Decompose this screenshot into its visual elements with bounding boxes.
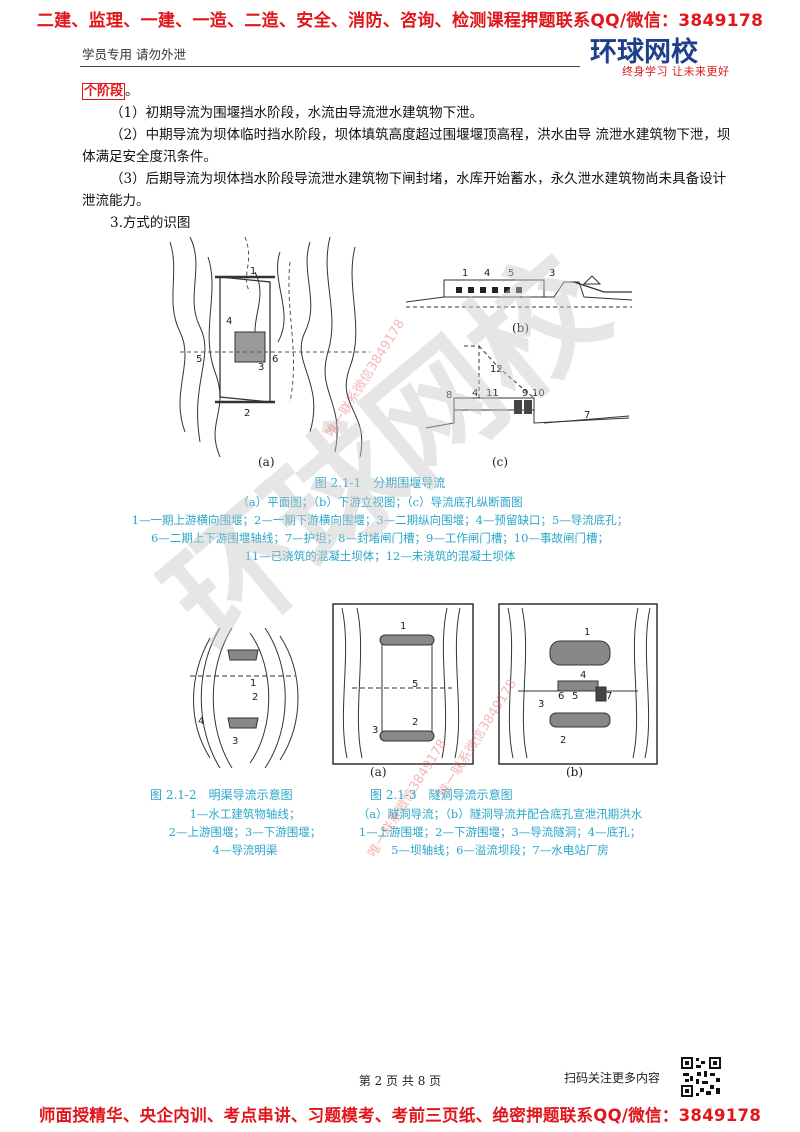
header-divider [80,66,580,67]
figure-3b-label: (b) [566,765,584,779]
svg-text:3: 3 [258,362,264,373]
svg-text:2: 2 [412,717,418,728]
paragraph-middle-diversion: （2）中期导流为坝体临时挡水阶段，坝体填筑高度超过围堰堰顶高程，洪水由导 流泄水… [82,127,731,165]
figure-1-caption-line: 6—二期上下游围堰轴线；7—护坦；8—封堵闸门槽；9—工作闸门槽；10—事故闸门… [151,531,609,545]
stage-tag-suffix: 。 [125,83,139,99]
svg-text:4: 4 [226,316,232,327]
svg-text:4: 4 [484,268,490,279]
figure-3-caption-title: 图 2.1-3 隧洞导流示意图 [370,788,513,802]
figure-1-caption-line: 1—一期上游横向围堰；2—一期下游横向围堰；3—二期纵向围堰；4—预留缺口；5—… [131,513,629,527]
figure-2-caption-line: 2—上游围堰；3—下游围堰； [168,825,322,839]
figure-1-caption-line: 11—已浇筑的混凝土坝体；12—未浇筑的混凝土坝体 [244,549,516,563]
figure-3a-label: (a) [370,765,387,779]
svg-text:8: 8 [446,390,452,401]
svg-text:12: 12 [490,364,503,375]
paragraph-initial-diversion: （1）初期导流为围堰挡水阶段，水流由导流泄水建筑物下泄。 [110,105,484,121]
brand-logo: 环球网校 终身学习 让未来更好 [588,30,738,82]
qr-code[interactable] [680,1056,722,1098]
figure-3-caption-line: 5—坝轴线；6—溢流坝段；7—水电站厂房 [391,843,609,857]
svg-text:2: 2 [560,735,566,746]
svg-text:4: 4 [580,670,586,681]
svg-text:7: 7 [584,410,590,421]
figure-2-open-channel: 1 2 4 3 [190,628,299,768]
svg-text:5: 5 [412,679,418,690]
svg-text:1: 1 [400,621,406,632]
stage-tag: 个阶段 [82,83,126,100]
svg-text:3: 3 [549,268,555,279]
svg-text:4: 4 [198,716,204,727]
figure-1a-plan-view: 1 4 3 5 2 6 [169,236,370,458]
header-text: 学员专用 请勿外泄 [82,47,186,62]
paragraph-late-diversion: （3）后期导流为坝体挡水阶段导流泄水建筑物下闸封堵，水库开始蓄水，永久泄水建筑物… [82,171,727,209]
svg-text:11: 11 [486,388,499,399]
figure-1a-label: (a) [258,455,275,469]
svg-text:1: 1 [462,268,468,279]
svg-text:5: 5 [508,268,514,279]
logo-name: 环球网校 [590,37,698,68]
page-number: 第 2 页 共 8 页 [358,1074,442,1088]
figure-3-caption-line: 1—上游围堰；2—下游围堰；3—导流隧洞；4—底孔； [358,825,642,839]
svg-text:2: 2 [252,692,258,703]
svg-text:1: 1 [584,627,590,638]
svg-text:6: 6 [558,691,564,702]
svg-text:2: 2 [244,408,250,419]
svg-text:4: 4 [472,388,478,399]
bottom-banner: 师面授精华、央企内训、考点串讲、习题模考、考前三页纸、绝密押题联系QQ/微信：3… [38,1106,762,1125]
figure-1c-profile: 8 4 11 12 9 10 7 [425,345,630,429]
svg-text:5: 5 [196,354,202,365]
svg-text:3: 3 [372,725,378,736]
qr-caption: 扫码关注更多内容 [564,1071,661,1085]
svg-text:3: 3 [232,736,238,747]
figure-1-caption-title: 图 2.1-1 分期围堰导流 [314,476,446,490]
stage-tag-line: 个阶段。 [82,80,139,103]
svg-text:9: 9 [522,388,528,399]
figure-3-caption-line: （a）隧洞导流；（b）隧洞导流并配合底孔宣泄汛期洪水 [357,807,643,821]
svg-text:7: 7 [606,691,612,702]
figure-1c-label: (c) [492,455,509,469]
figure-1b-elevation: 1 4 5 3 [405,268,633,308]
svg-text:1: 1 [250,678,256,689]
svg-text:10: 10 [532,388,545,399]
svg-text:3: 3 [538,699,544,710]
figure-1-caption-line: （a）平面图；（b）下游立视图；（c）导流底孔纵断面图 [237,495,523,509]
figure-3b-tunnel-with-outlets: 1 4 6 5 7 2 3 [498,603,658,765]
logo-slogan: 终身学习 让未来更好 [622,65,730,78]
figure-2-caption-title: 图 2.1-2 明渠导流示意图 [150,788,293,802]
section-heading-diagram-reading: 3.方式的识图 [110,215,191,231]
top-banner: 二建、监理、一建、一造、二造、安全、消防、咨询、检测课程押题联系QQ/微信：38… [36,11,764,31]
svg-text:5: 5 [572,691,578,702]
figure-2-caption-line: 1—水工建筑物轴线； [189,807,301,821]
svg-text:1: 1 [250,266,256,277]
svg-text:6: 6 [272,354,278,365]
figure-2-caption-line: 4—导流明渠 [212,843,278,857]
figure-1b-label: (b) [512,321,530,335]
